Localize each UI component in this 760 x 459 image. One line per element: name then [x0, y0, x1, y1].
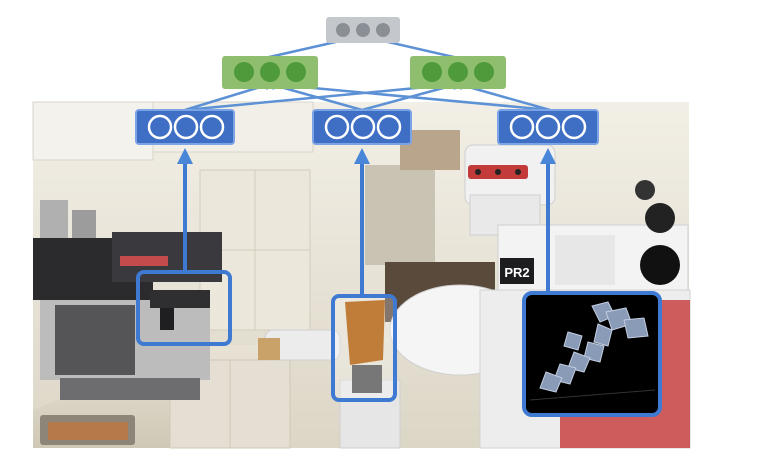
- bottom-layer: [135, 109, 599, 145]
- top-node-unit-1: [336, 23, 350, 37]
- robot-camera-small: [635, 180, 655, 200]
- top-layer: [326, 17, 400, 43]
- milk-jug-2: [72, 210, 96, 238]
- bottom-node-left: [135, 109, 235, 145]
- held-paper-cup: [345, 300, 385, 365]
- top-node-unit-2: [356, 23, 370, 37]
- bottom-node-right-unit-3: [561, 114, 587, 140]
- espresso-machine: [33, 200, 222, 400]
- espresso-machine-region: [136, 270, 232, 346]
- portafilter-handle: [160, 308, 174, 330]
- bottom-node-right-unit-2: [535, 114, 561, 140]
- robot-camera-large: [640, 245, 680, 285]
- robot-sensor-3: [515, 169, 521, 175]
- gripper-region: [331, 294, 397, 402]
- bottom-node-left-unit-3: [199, 114, 225, 140]
- bottom-node-center-unit-1: [324, 114, 350, 140]
- point-cloud-grid-line: [529, 389, 656, 401]
- middle-node-left: [222, 56, 318, 89]
- robot-badge: [500, 258, 534, 284]
- portafilter: [150, 290, 210, 308]
- robot-badge-text: PR2: [504, 265, 529, 280]
- bottom-node-right: [497, 109, 599, 145]
- milk-jug: [40, 200, 68, 238]
- middle-node-left-unit-1: [234, 62, 254, 82]
- middle-node-right-unit-1: [422, 62, 442, 82]
- middle-node-left-unit-2: [260, 62, 280, 82]
- region-arrows: [177, 148, 556, 295]
- point-cloud-region: [522, 291, 662, 417]
- middle-node-right-unit-2: [448, 62, 468, 82]
- bottom-node-left-unit-2: [173, 114, 199, 140]
- highlight-regions: [136, 270, 662, 417]
- drip-tray: [60, 378, 200, 400]
- middle-node-right-unit-3: [474, 62, 494, 82]
- robot-sensor-2: [495, 169, 501, 175]
- bottom-node-center-unit-3: [376, 114, 402, 140]
- machine-panel-lights: [120, 256, 168, 266]
- machine-front: [55, 305, 135, 375]
- tray-food: [48, 422, 128, 440]
- bottom-node-right-unit-1: [509, 114, 535, 140]
- robot-wrist: [258, 338, 280, 360]
- middle-node-right: [410, 56, 506, 89]
- robot-camera-medium: [645, 203, 675, 233]
- top-node: [326, 17, 400, 43]
- bottom-node-left-unit-1: [147, 114, 173, 140]
- middle-node-left-unit-3: [286, 62, 306, 82]
- cabinet-door: [365, 165, 435, 265]
- middle-layer: [222, 56, 506, 89]
- bottom-node-center-unit-2: [350, 114, 376, 140]
- upper-cabinet-left: [32, 101, 154, 161]
- bottom-node-center: [312, 109, 412, 145]
- top-node-unit-3: [376, 23, 390, 37]
- robot-vent-panel: [555, 235, 615, 285]
- robot-sensor-1: [475, 169, 481, 175]
- gripper-fingers: [352, 365, 382, 393]
- point-cloud-arm: [539, 301, 649, 393]
